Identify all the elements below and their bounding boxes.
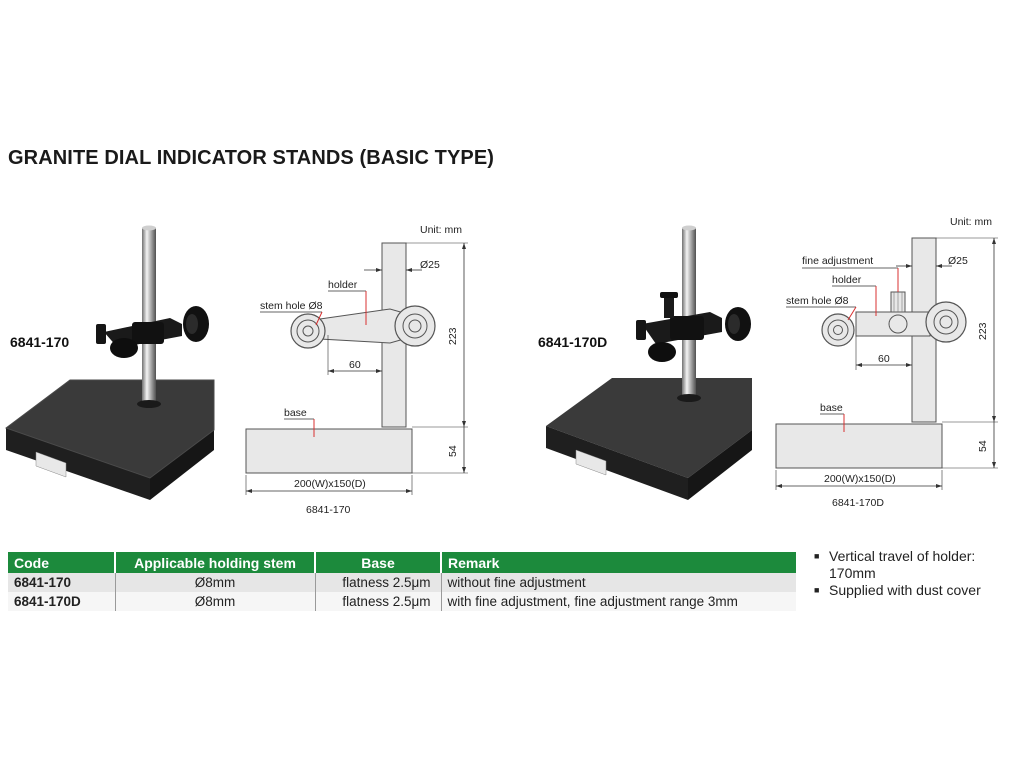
cell-base: flatness 2.5μm [314, 573, 441, 592]
drawing-caption-1: 6841-170 [306, 504, 351, 516]
label-stem-hole-1: stem hole Ø8 [260, 300, 323, 312]
cell-base: flatness 2.5μm [314, 592, 441, 611]
dim-base-size-2: 200(W)x150(D) [824, 473, 896, 485]
bullet-icon: ■ [814, 551, 820, 561]
dim-column-dia-2: Ø25 [948, 255, 968, 267]
dim-offset-1: 60 [349, 359, 361, 371]
cell-remark: without fine adjustment [440, 573, 796, 592]
label-stem-hole-2: stem hole Ø8 [786, 295, 849, 307]
label-fine-adjustment-2: fine adjustment [802, 255, 873, 267]
dim-base-height-2: 54 [977, 440, 989, 452]
label-holder-1: holder [328, 279, 358, 291]
cell-remark: with fine adjustment, fine adjustment ra… [440, 592, 796, 611]
model-label-2: 6841-170D [538, 334, 608, 350]
note-item: ■ Supplied with dust cover [812, 582, 1018, 599]
technical-drawing-2: Unit: mm fine adjustment Ø25 holder stem… [775, 216, 998, 509]
model-label-1: 6841-170 [10, 334, 70, 350]
page-title: GRANITE DIAL INDICATOR STANDS (BASIC TYP… [8, 147, 495, 169]
unit-label-2: Unit: mm [950, 216, 992, 228]
note-text: Supplied with dust cover [829, 582, 981, 598]
spec-table: Code Applicable holding stem Base Remark… [8, 552, 796, 611]
label-holder-2: holder [832, 274, 862, 286]
dim-offset-2: 60 [878, 353, 890, 365]
drawing-caption-2: 6841-170D [832, 497, 884, 509]
note-item: ■ Vertical travel of holder: 170mm [812, 548, 1018, 582]
col-header-remark: Remark [440, 552, 796, 573]
cell-holding-stem: Ø8mm [114, 573, 315, 592]
dim-column-dia-1: Ø25 [420, 259, 440, 271]
notes-list: ■ Vertical travel of holder: 170mm ■ Sup… [812, 548, 1018, 599]
unit-label-1: Unit: mm [420, 224, 462, 236]
bullet-icon: ■ [814, 585, 820, 595]
cell-code: 6841-170 [8, 573, 115, 592]
note-text: Vertical travel of holder: 170mm [829, 548, 976, 581]
dim-base-height-1: 54 [447, 445, 459, 457]
cell-holding-stem: Ø8mm [114, 592, 315, 611]
col-header-holding-stem: Applicable holding stem [114, 552, 315, 573]
product-photo-1 [4, 225, 215, 500]
cell-code: 6841-170D [8, 592, 115, 611]
col-header-base: Base [314, 552, 441, 573]
dim-height-2: 223 [977, 322, 989, 340]
dim-base-size-1: 200(W)x150(D) [294, 478, 366, 490]
dim-height-1: 223 [447, 327, 459, 345]
label-base-1: base [284, 407, 307, 419]
product-photo-2 [546, 225, 752, 500]
table-row: 6841-170D Ø8mm flatness 2.5μm with fine … [8, 592, 796, 611]
table-header-row: Code Applicable holding stem Base Remark [8, 552, 796, 573]
technical-drawing-1: Unit: mm Ø25 holder stem hole Ø8 60 223 … [245, 224, 468, 516]
col-header-code: Code [8, 552, 115, 573]
label-base-2: base [820, 402, 843, 414]
table-row: 6841-170 Ø8mm flatness 2.5μm without fin… [8, 573, 796, 592]
